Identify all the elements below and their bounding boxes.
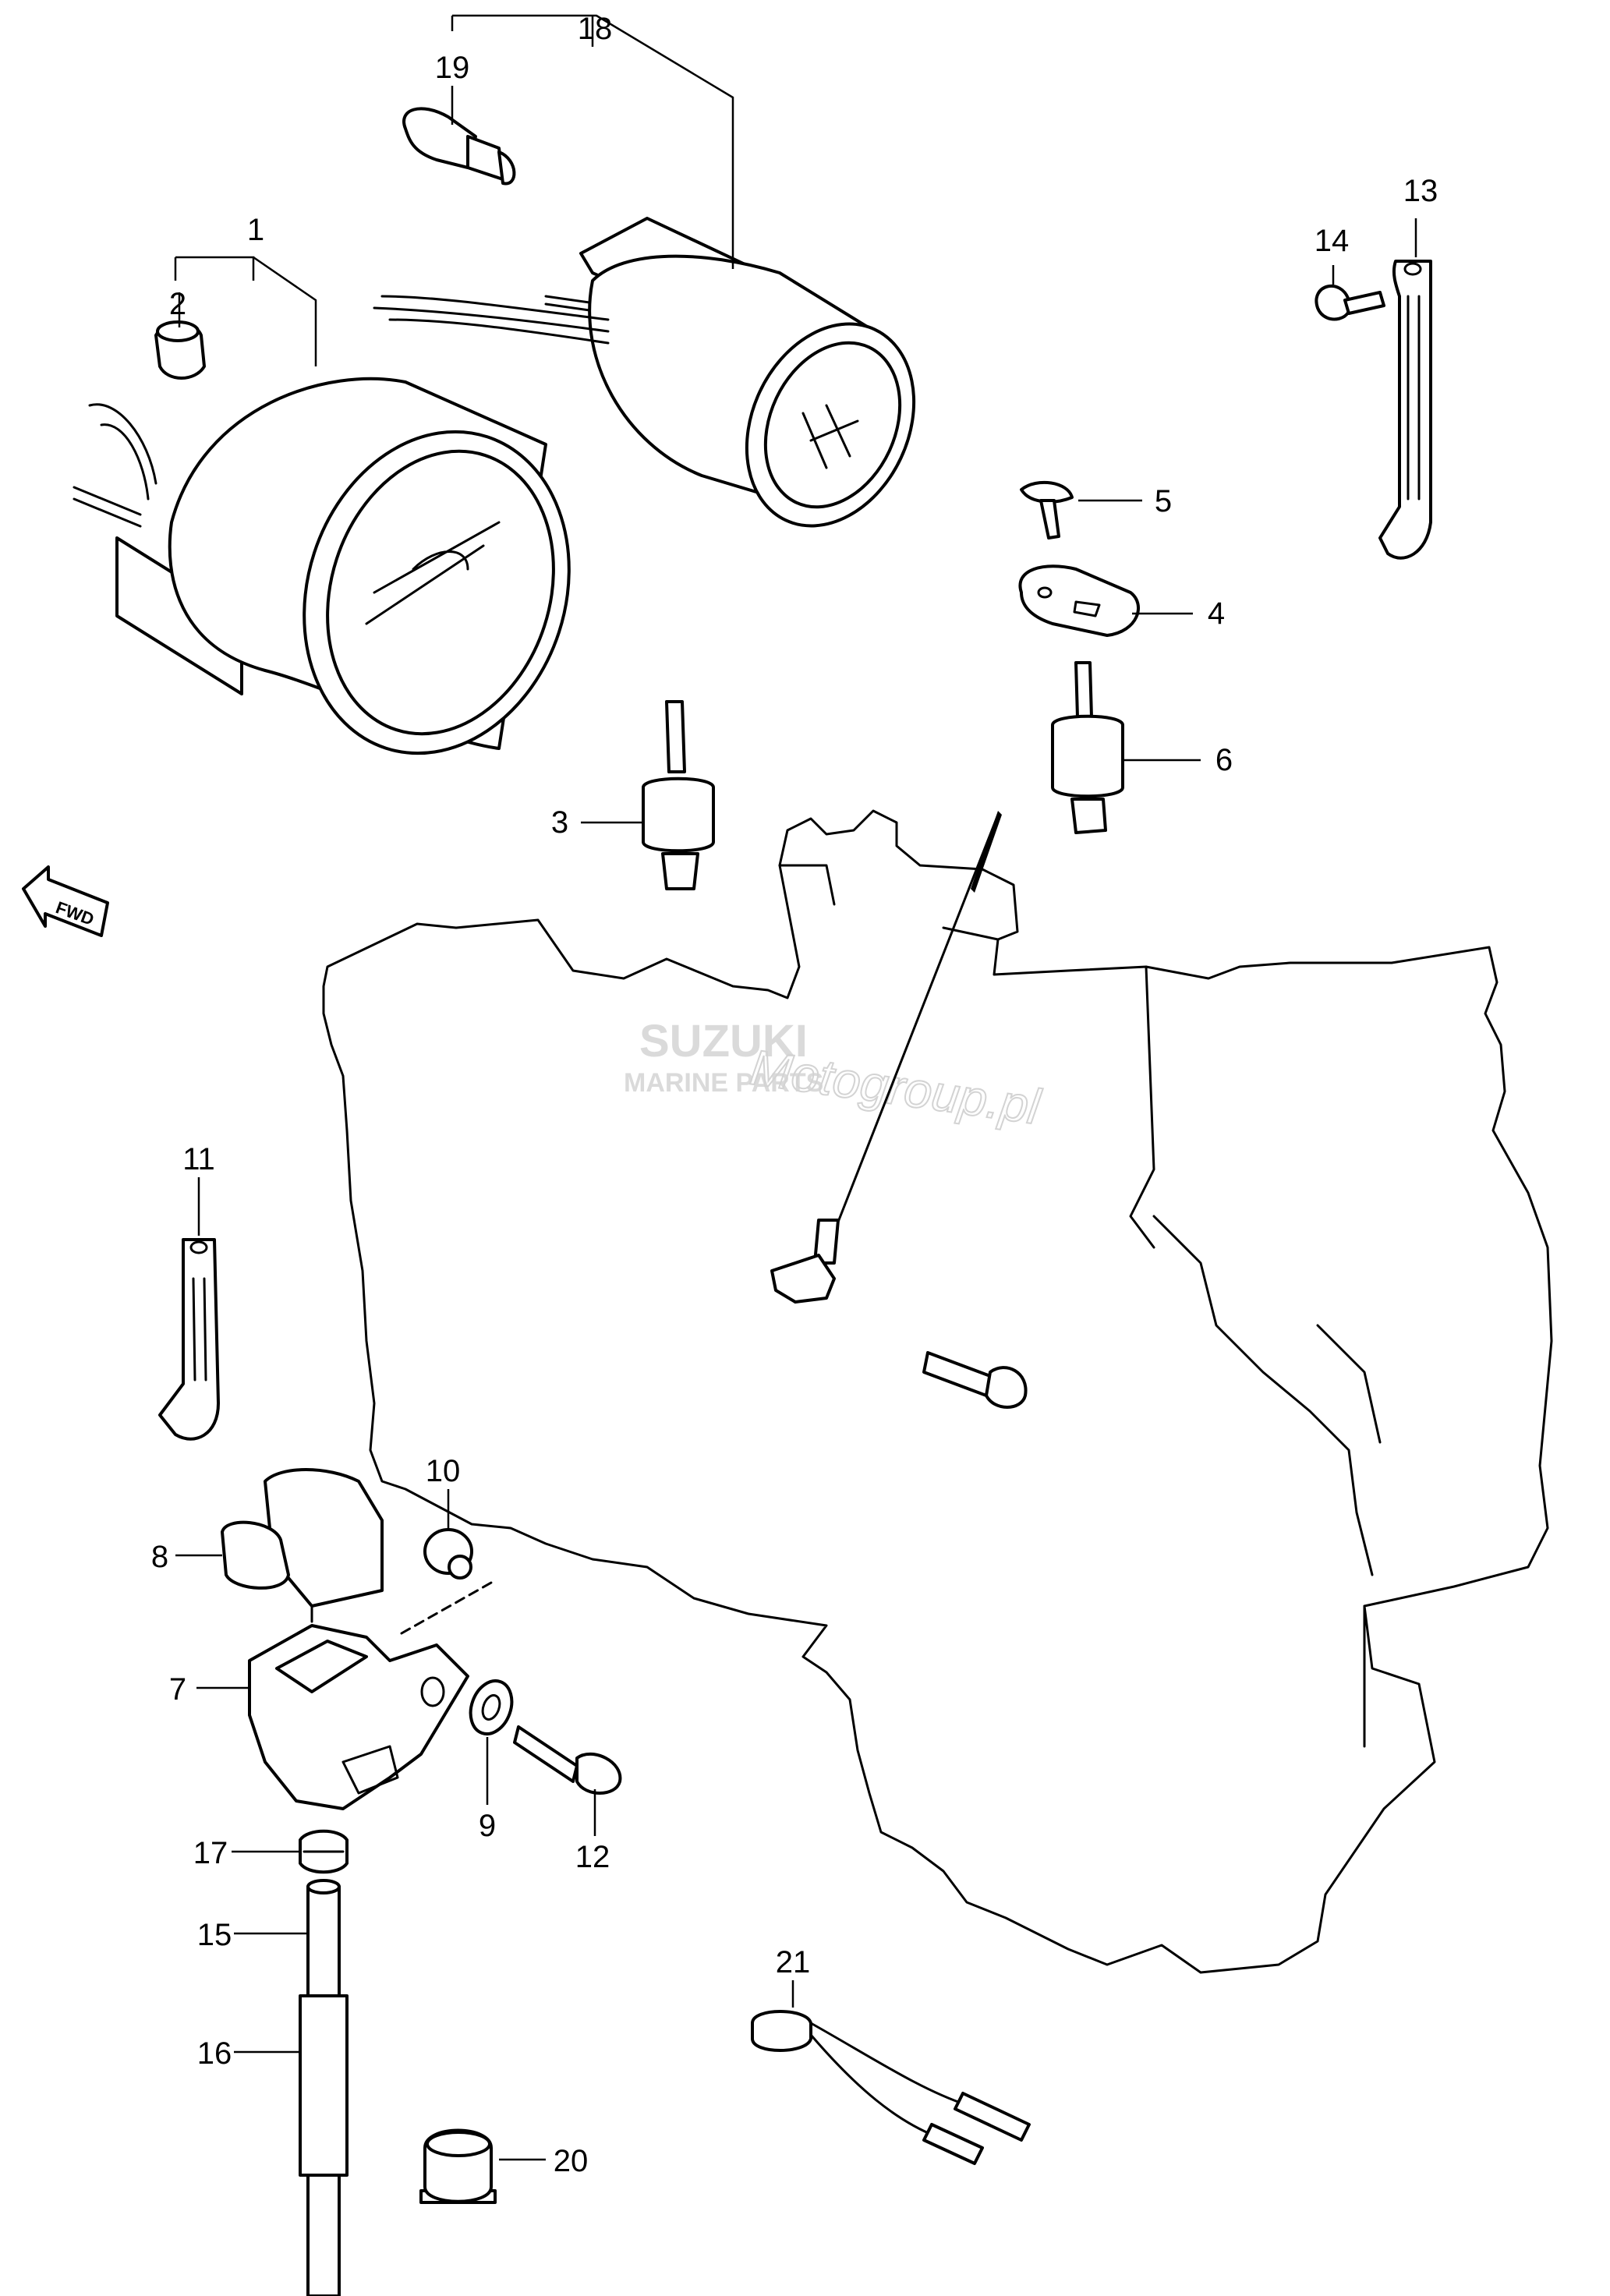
callout-4: 4	[1208, 596, 1225, 631]
grommet-part-10	[423, 1528, 473, 1580]
bolt-part-14	[1315, 285, 1385, 321]
watermark: SUZUKI MARINE PARTS Motogroup.pl	[624, 1016, 1046, 1136]
callout-17: 17	[193, 1836, 228, 1870]
watermark-sub: MARINE PARTS	[624, 1068, 823, 1098]
callout-6: 6	[1215, 743, 1233, 777]
callout-16: 16	[197, 2036, 232, 2071]
clip-part-17	[299, 1829, 349, 1874]
bracket-part-7	[248, 1624, 469, 1810]
callout-10: 10	[426, 1454, 461, 1488]
tube-part-16	[299, 1994, 349, 2296]
watermark-brand: SUZUKI	[639, 1016, 808, 1067]
callout-15: 15	[197, 1918, 232, 1952]
callout-8: 8	[151, 1540, 168, 1574]
watermark-site: Motogroup.pl	[747, 1039, 1045, 1136]
plate-part-4	[1018, 564, 1140, 637]
callout-5: 5	[1155, 484, 1172, 518]
engine-sensor	[770, 811, 1002, 1304]
callout-2: 2	[169, 287, 186, 321]
callout-12: 12	[575, 1840, 610, 1874]
small-gauge-part-18	[373, 217, 916, 528]
sensor-part-3	[642, 700, 715, 890]
callout-1: 1	[247, 213, 264, 247]
bulb-part-2	[154, 320, 206, 380]
callout-11: 11	[182, 1142, 215, 1176]
screw-part-5	[1020, 480, 1074, 540]
callout-19: 19	[435, 51, 470, 85]
callout-numbers: 1 2 3 4 5 6 7 8 9 10 11 12 13 14 15 16 1…	[151, 12, 1438, 2178]
wire-part-21	[751, 2010, 1031, 2165]
callout-7: 7	[169, 1672, 186, 1707]
callout-14: 14	[1315, 224, 1350, 258]
fwd-arrow-icon: FWD	[22, 865, 109, 937]
callout-3: 3	[551, 805, 568, 840]
strap-part-13	[1378, 260, 1432, 560]
sensor-part-6	[1051, 661, 1124, 834]
callout-13: 13	[1403, 174, 1438, 208]
tube-part-15	[306, 1879, 341, 1997]
leader-lines	[174, 14, 1417, 2161]
grommet-part-20	[419, 2128, 497, 2204]
callout-20: 20	[554, 2144, 589, 2178]
gauge-meter-part-1	[73, 377, 571, 755]
washer-part-9	[469, 1679, 514, 1735]
strap-part-11	[158, 1238, 220, 1441]
connector-part-8	[221, 1468, 384, 1623]
bolt-part-12	[513, 1725, 622, 1795]
callout-21: 21	[776, 1945, 811, 1979]
bulb-part-19	[402, 107, 516, 186]
engine-bolt	[922, 1351, 1028, 1409]
callout-18: 18	[578, 12, 613, 46]
engine-block	[322, 809, 1553, 1974]
callout-9: 9	[479, 1809, 496, 1843]
